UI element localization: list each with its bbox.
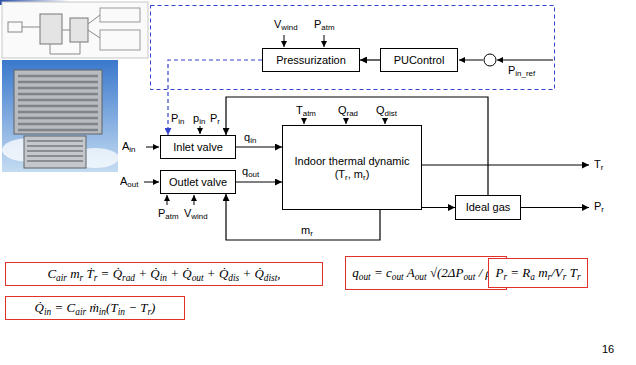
signal-name: Vwind bbox=[274, 18, 298, 31]
signal-name: Qrad bbox=[338, 104, 358, 117]
schematic-wire bbox=[22, 15, 100, 54]
signal-connector bbox=[422, 207, 455, 208]
signal-connector bbox=[236, 146, 282, 147]
input-arrow bbox=[167, 195, 168, 205]
page-number: 16 bbox=[602, 343, 614, 356]
signal-name: Ain bbox=[122, 140, 136, 153]
photo-sky bbox=[2, 60, 118, 172]
equation-text: Cair mr Ṫr = Q̇rad + Q̇in + Q̇out + Q̇di… bbox=[47, 266, 280, 282]
node-text: Inlet valve bbox=[173, 141, 223, 154]
louver-slats bbox=[27, 141, 83, 161]
output-arrow bbox=[521, 207, 589, 208]
schematic-part bbox=[40, 14, 62, 44]
signal-name: Qdist bbox=[376, 104, 397, 117]
flow-label: qin bbox=[243, 131, 257, 144]
flow-label: mr bbox=[300, 224, 314, 237]
input-arrow bbox=[200, 126, 201, 134]
louver-slats bbox=[18, 76, 98, 130]
input-arrow bbox=[284, 35, 285, 47]
node-text: Indoor thermal dynamic bbox=[295, 155, 410, 168]
input-arrow bbox=[324, 35, 325, 47]
signal-name: Pr bbox=[210, 112, 220, 125]
node-text: (Tr, mr) bbox=[335, 168, 370, 181]
input-arrow bbox=[144, 182, 159, 183]
process-box: Indoor thermal dynamic(Tr, mr) bbox=[282, 125, 422, 210]
summing-junction bbox=[484, 54, 496, 66]
schematic-part bbox=[70, 18, 88, 42]
signal-name: pin bbox=[193, 112, 205, 125]
input-arrow bbox=[146, 147, 159, 148]
node-text: PUControl bbox=[394, 54, 445, 67]
equation-text: Pr = Ra mr/Vr Tr bbox=[495, 265, 580, 281]
output-arrow bbox=[422, 164, 589, 165]
schematic-part bbox=[8, 22, 22, 32]
input-arrow bbox=[346, 119, 347, 124]
valve-box: Inlet valve bbox=[160, 135, 236, 159]
signal-arrow bbox=[459, 60, 483, 61]
node-text: Ideal gas bbox=[466, 201, 511, 214]
equation-box: Cair mr Ṫr = Q̇rad + Q̇in + Q̇out + Q̇di… bbox=[5, 262, 323, 286]
process-box: Ideal gas bbox=[455, 195, 521, 220]
flow-label: qout bbox=[241, 165, 260, 178]
signal-connector bbox=[360, 59, 380, 60]
signal-name: Pin_ref bbox=[508, 64, 535, 77]
signal-name: Pr bbox=[594, 200, 604, 213]
signal-connector bbox=[236, 181, 282, 182]
process-box: Pressurization bbox=[262, 48, 360, 72]
control-loop-frame bbox=[151, 6, 555, 90]
equation-text: Q̇in = Cair ṁin(Tin − Tr) bbox=[35, 300, 156, 316]
equation-box: qout = cout Aout √(2ΔPout / ρr) bbox=[345, 256, 507, 290]
controller-box: PUControl bbox=[380, 48, 458, 72]
reference-arrow bbox=[497, 60, 553, 61]
schematic-part bbox=[100, 30, 140, 50]
input-arrow bbox=[385, 119, 386, 124]
signal-name: Patm bbox=[314, 18, 335, 31]
signal-name: Patm bbox=[158, 207, 179, 220]
equation-box: Q̇in = Cair ṁin(Tin − Tr) bbox=[5, 296, 185, 320]
node-text: Outlet valve bbox=[169, 176, 227, 189]
equation-text: qout = cout Aout √(2ΔPout / ρr) bbox=[352, 265, 500, 281]
input-arrow bbox=[194, 195, 195, 205]
signal-name: Tatm bbox=[296, 104, 316, 117]
equation-box: Pr = Ra mr/Vr Tr bbox=[488, 258, 588, 288]
louver-frame bbox=[14, 70, 102, 134]
input-arrow bbox=[304, 119, 305, 124]
louver-frame bbox=[24, 136, 86, 168]
signal-name: Vwind bbox=[184, 207, 208, 220]
valve-box: Outlet valve bbox=[160, 170, 236, 194]
signal-name: Tr bbox=[594, 158, 603, 171]
schematic-thumbnail bbox=[2, 2, 148, 58]
signal-name: Aout bbox=[120, 175, 138, 188]
schematic-part bbox=[100, 8, 140, 22]
node-text: Pressurization bbox=[276, 54, 346, 67]
signal-name: Pin bbox=[171, 112, 185, 125]
